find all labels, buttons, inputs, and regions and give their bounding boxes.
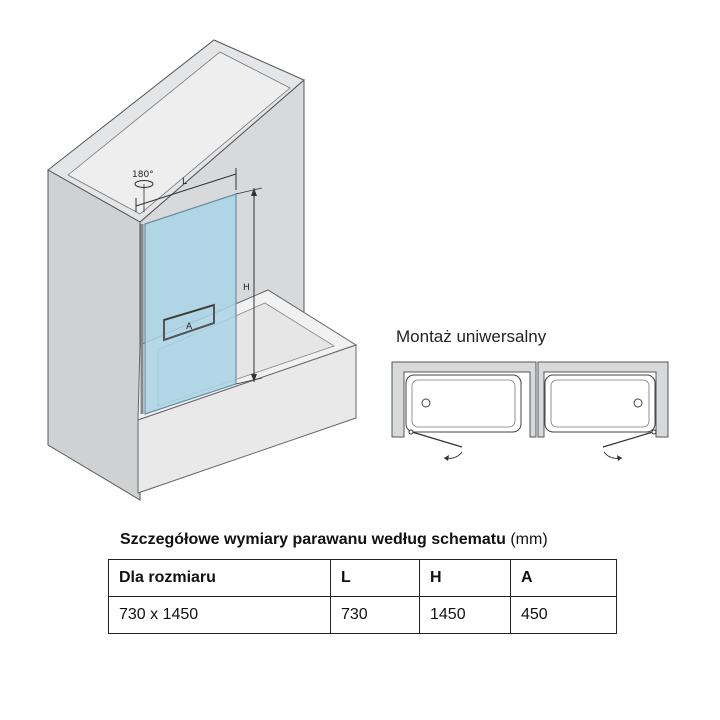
bathtub-front — [137, 344, 357, 494]
dim-A-line — [163, 304, 215, 321]
dim-L-label: L — [182, 177, 187, 187]
side-wall — [47, 169, 141, 501]
dim-H-label: H — [243, 283, 250, 293]
cell-size: 730 x 1450 — [108, 596, 331, 634]
mount-option-right — [537, 361, 669, 461]
table-header-row: Dla rozmiaru L H A — [108, 559, 617, 597]
header-A: A — [510, 559, 617, 597]
dimensions-table: Dla rozmiaru L H A 730 x 1450 730 1450 4… — [108, 559, 617, 634]
cell-A: 450 — [510, 596, 617, 634]
dim-H-ext-top — [235, 187, 263, 195]
cell-L: 730 — [330, 596, 420, 634]
wall-top-inner — [67, 51, 291, 215]
spec-heading: Szczegółowe wymiary parawanu według sche… — [120, 531, 548, 549]
spec-heading-text: Szczegółowe wymiary parawanu według sche… — [120, 531, 506, 548]
header-size: Dla rozmiaru — [108, 559, 331, 597]
bath-screen-diagram: 180° L H A — [47, 39, 669, 501]
header-L: L — [330, 559, 420, 597]
header-H: H — [419, 559, 511, 597]
glass-panel — [144, 193, 237, 415]
table-row: 730 x 1450 730 1450 450 — [108, 596, 617, 634]
dim-H-arrow-top — [251, 188, 257, 196]
dim-H-ext-bottom — [235, 377, 263, 385]
cell-H: 1450 — [419, 596, 511, 634]
mounting-title: Montaż uniwersalny — [396, 327, 547, 346]
dim-A-label: A — [186, 322, 193, 332]
dim-H-arrow-bottom — [251, 374, 257, 382]
dim-L-line — [135, 173, 237, 207]
rotation-label: 180° — [132, 170, 154, 180]
spec-unit: (mm) — [510, 531, 548, 548]
mount-option-left — [391, 361, 537, 461]
